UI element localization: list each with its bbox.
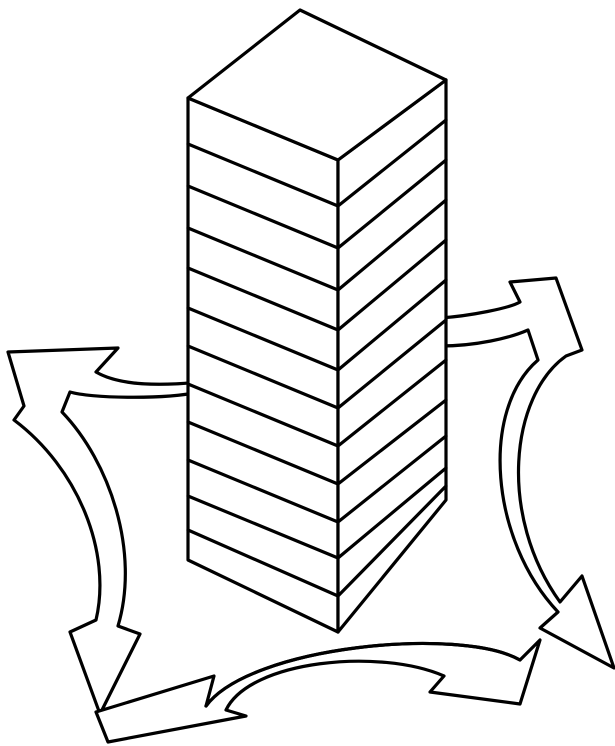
stack-left-face bbox=[188, 98, 338, 632]
right-rotation-arrow bbox=[440, 278, 614, 668]
layer-stack bbox=[188, 10, 446, 632]
left-arrow-shape bbox=[8, 348, 200, 714]
right-arrow-shape bbox=[440, 278, 614, 668]
left-rotation-arrow bbox=[8, 348, 200, 714]
